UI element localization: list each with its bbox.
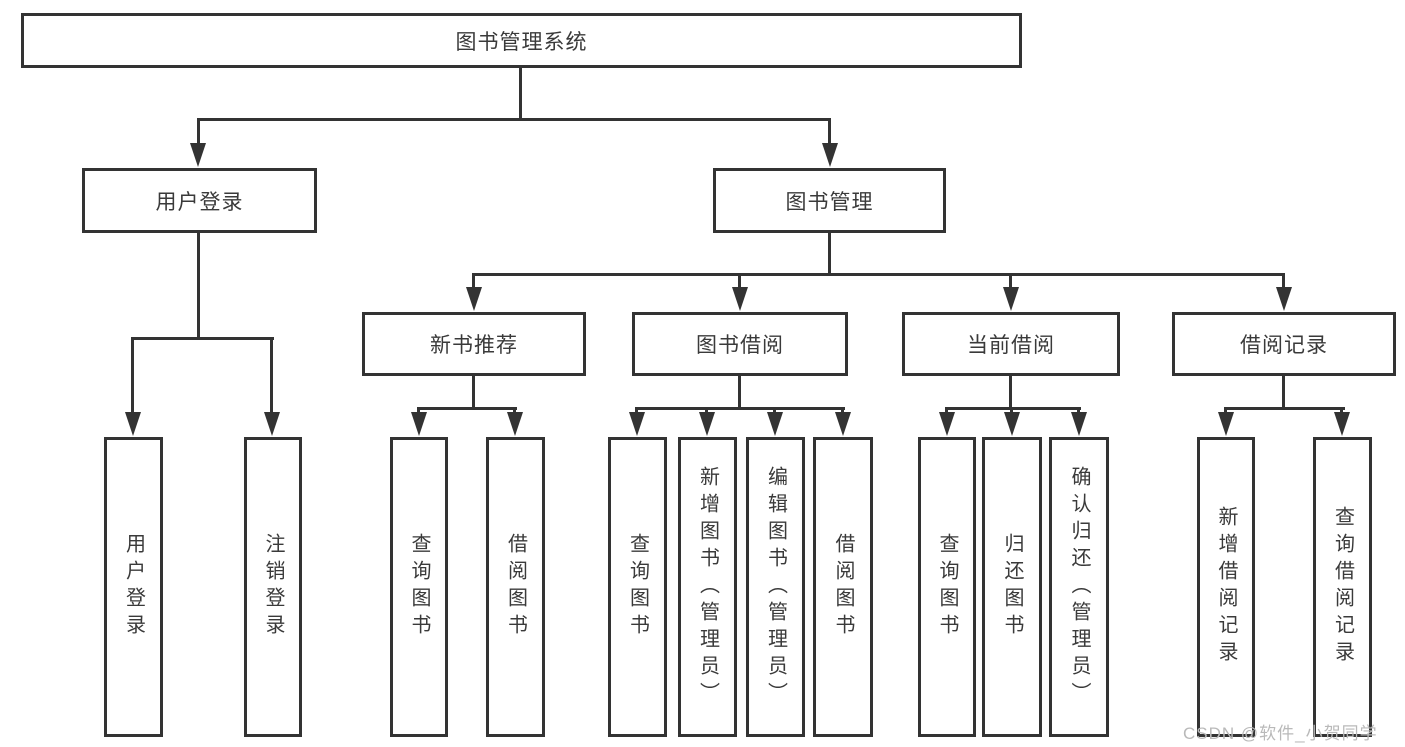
connector-line bbox=[1282, 276, 1285, 287]
connector-line bbox=[1009, 376, 1012, 410]
connector-line bbox=[1224, 407, 1345, 410]
arrow-down-icon bbox=[822, 143, 838, 167]
node-user-login: 用户登录 bbox=[82, 168, 317, 233]
node-label: 图书借阅 bbox=[696, 334, 784, 357]
node-label: 归还图书 bbox=[1001, 533, 1023, 641]
node-label: 确认归还（管理员） bbox=[1068, 465, 1090, 709]
connector-line bbox=[270, 340, 273, 412]
leaf-confirm-return-admin: 确认归还（管理员） bbox=[1049, 437, 1109, 737]
arrow-down-icon bbox=[411, 412, 427, 436]
arrow-down-icon bbox=[1004, 412, 1020, 436]
arrow-down-icon bbox=[1071, 412, 1087, 436]
connector-line bbox=[472, 276, 475, 287]
leaf-add-borrow-record: 新增借阅记录 bbox=[1197, 437, 1255, 737]
connector-line bbox=[738, 376, 741, 410]
arrow-down-icon bbox=[466, 287, 482, 311]
node-label: 新书推荐 bbox=[430, 334, 518, 357]
arrow-down-icon bbox=[125, 412, 141, 436]
arrow-down-icon bbox=[699, 412, 715, 436]
arrow-down-icon bbox=[629, 412, 645, 436]
node-label: 编辑图书（管理员） bbox=[764, 465, 787, 709]
leaf-borrow-books-borrowing: 借阅图书 bbox=[813, 437, 873, 737]
arrow-down-icon bbox=[939, 412, 955, 436]
connector-line bbox=[945, 407, 1081, 410]
node-label: 图书管理系统 bbox=[455, 30, 588, 54]
connector-line bbox=[519, 68, 522, 121]
leaf-query-borrow-record: 查询借阅记录 bbox=[1313, 437, 1372, 737]
node-book-borrowing: 图书借阅 bbox=[632, 312, 848, 376]
connector-line bbox=[738, 276, 741, 287]
connector-line bbox=[197, 121, 200, 143]
arrow-down-icon bbox=[1334, 412, 1350, 436]
node-current-borrowing: 当前借阅 bbox=[902, 312, 1120, 376]
arrow-down-icon bbox=[732, 287, 748, 311]
node-label: 新增图书（管理员） bbox=[696, 465, 719, 709]
node-book-management: 图书管理 bbox=[713, 168, 946, 233]
connector-line bbox=[1009, 276, 1012, 287]
node-label: 查询图书 bbox=[408, 533, 430, 641]
leaf-return-book: 归还图书 bbox=[982, 437, 1042, 737]
leaf-query-books-borrowing: 查询图书 bbox=[608, 437, 667, 737]
node-label: 查询图书 bbox=[936, 533, 958, 641]
arrow-down-icon bbox=[1218, 412, 1234, 436]
connector-line bbox=[1282, 376, 1285, 410]
connector-line bbox=[828, 121, 831, 143]
leaf-edit-book-admin: 编辑图书（管理员） bbox=[746, 437, 805, 737]
connector-line bbox=[197, 118, 831, 121]
node-label: 查询图书 bbox=[626, 533, 649, 641]
leaf-add-book-admin: 新增图书（管理员） bbox=[678, 437, 737, 737]
connector-line bbox=[197, 233, 200, 340]
node-label: 用户登录 bbox=[122, 533, 145, 641]
connector-line bbox=[472, 273, 1285, 276]
node-label: 借阅图书 bbox=[832, 533, 854, 641]
node-new-book-recommend: 新书推荐 bbox=[362, 312, 586, 376]
node-label: 借阅图书 bbox=[504, 533, 527, 641]
connector-line bbox=[828, 233, 831, 276]
node-label: 图书管理 bbox=[785, 190, 874, 214]
leaf-logout: 注销登录 bbox=[244, 437, 302, 737]
arrow-down-icon bbox=[1276, 287, 1292, 311]
arrow-down-icon bbox=[507, 412, 523, 436]
connector-line bbox=[417, 407, 517, 410]
connector-line bbox=[131, 337, 274, 340]
arrow-down-icon bbox=[835, 412, 851, 436]
node-label: 用户登录 bbox=[155, 190, 244, 214]
arrow-down-icon bbox=[1003, 287, 1019, 311]
node-label: 当前借阅 bbox=[967, 334, 1055, 357]
connector-line bbox=[131, 340, 134, 412]
connector-line bbox=[472, 376, 475, 410]
node-label: 注销登录 bbox=[262, 533, 284, 641]
leaf-query-books-recommend: 查询图书 bbox=[390, 437, 448, 737]
node-library-system: 图书管理系统 bbox=[21, 13, 1022, 68]
leaf-borrow-books-recommend: 借阅图书 bbox=[486, 437, 545, 737]
node-label: 查询借阅记录 bbox=[1331, 506, 1354, 668]
arrow-down-icon bbox=[264, 412, 280, 436]
node-borrowing-records: 借阅记录 bbox=[1172, 312, 1396, 376]
node-label: 新增借阅记录 bbox=[1215, 506, 1237, 668]
csdn-watermark: CSDN @软件_小贺同学 bbox=[1183, 724, 1378, 743]
leaf-user-login: 用户登录 bbox=[104, 437, 163, 737]
arrow-down-icon bbox=[190, 143, 206, 167]
leaf-query-books-current: 查询图书 bbox=[918, 437, 976, 737]
connector-line bbox=[635, 407, 845, 410]
node-label: 借阅记录 bbox=[1240, 334, 1328, 357]
arrow-down-icon bbox=[767, 412, 783, 436]
